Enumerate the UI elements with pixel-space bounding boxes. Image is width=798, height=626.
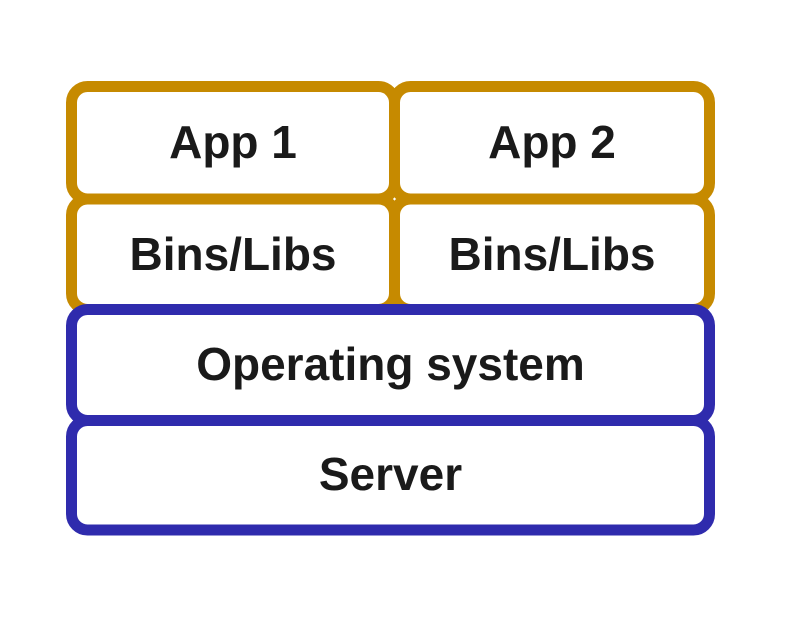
box-label-app-2: App 2 [488,116,616,168]
box-label-bins-libs-right: Bins/Libs [448,228,655,280]
box-label-operating-system: Operating system [196,338,585,390]
box-label-server: Server [319,448,462,500]
box-label-bins-libs-left: Bins/Libs [129,228,336,280]
box-server [66,415,715,536]
box-label-app-1: App 1 [169,116,297,168]
